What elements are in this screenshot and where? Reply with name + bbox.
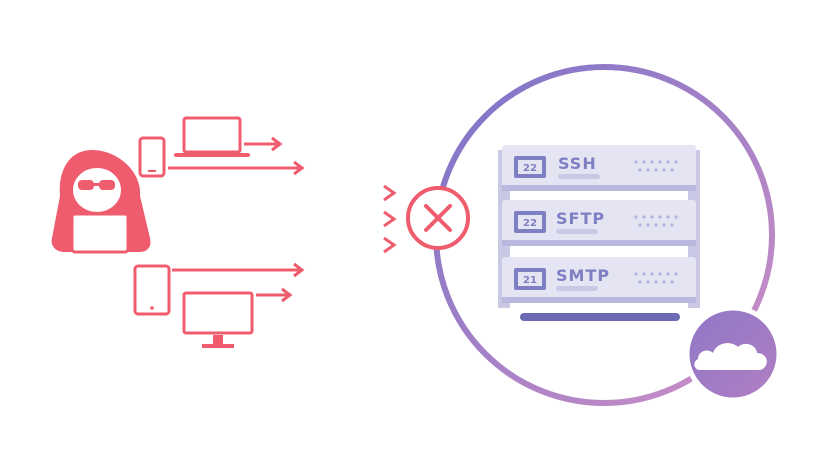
server-unit: 21 SMTP: [502, 257, 696, 303]
port-badge: 21: [514, 268, 546, 290]
attack-arrows: [132, 184, 397, 254]
vent-dots: [634, 160, 678, 172]
server-rack: 22 SSH 22 SFTP: [498, 145, 700, 321]
port-number: 22: [523, 218, 537, 229]
device-arrows: [168, 136, 305, 303]
port-badge: 22: [514, 156, 546, 178]
cloud-badge: [684, 305, 782, 403]
port-number: 21: [523, 275, 537, 286]
smartphone-icon: [138, 136, 166, 178]
port-number: 22: [523, 163, 537, 174]
rack-base: [520, 313, 680, 321]
service-label: SSH: [558, 154, 597, 173]
laptop-icon: [174, 116, 250, 157]
vent-dots: [634, 272, 678, 284]
service-label: SFTP: [556, 209, 605, 228]
server-unit: 22 SFTP: [502, 200, 696, 246]
tablet-icon: [133, 264, 171, 316]
vent-dots: [634, 215, 678, 227]
port-badge: 22: [514, 211, 546, 233]
hooded-hacker-icon: [51, 150, 151, 254]
service-label: SMTP: [556, 266, 610, 285]
desktop-monitor-icon: [182, 291, 254, 348]
cloud-icon: [694, 343, 767, 370]
blocked-x-icon: [406, 186, 470, 250]
server-unit: 22 SSH: [502, 145, 696, 191]
